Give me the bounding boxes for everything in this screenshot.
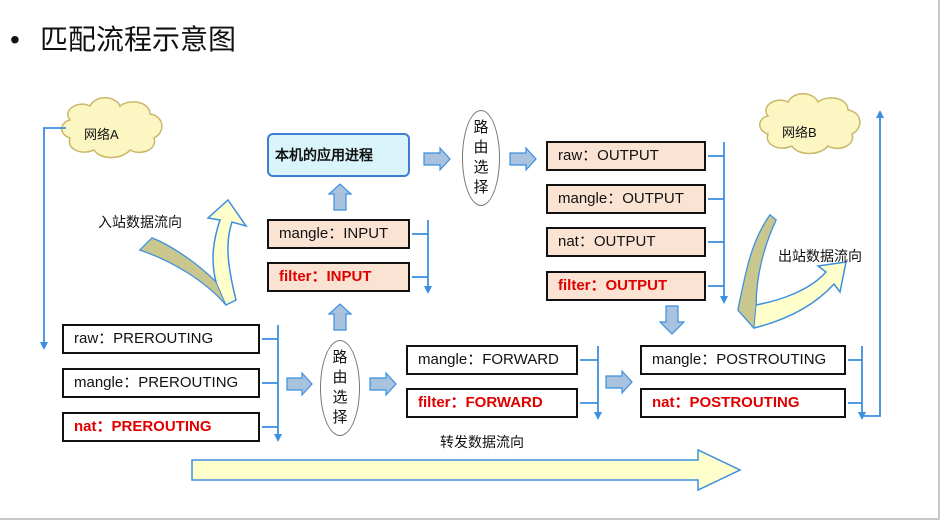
cloud-a-label: 网络A — [84, 127, 119, 142]
inbound-flow-arrow — [138, 198, 248, 306]
outbound-label: 出站数据流向 — [778, 248, 862, 264]
box-filter-output: filter：OUTPUT — [546, 271, 706, 301]
cloud-a-icon — [61, 97, 163, 159]
box-raw-output: raw：OUTPUT — [546, 141, 706, 171]
box-nat-output: nat：OUTPUT — [546, 227, 706, 257]
local-app-process: 本机的应用进程 — [267, 133, 410, 177]
forward-flow-arrow — [191, 448, 742, 492]
box-mangle-input: mangle：INPUT — [267, 219, 410, 249]
box-mangle-postrouting: mangle：POSTROUTING — [640, 345, 846, 375]
box-mangle-forward: mangle：FORWARD — [406, 345, 578, 375]
block-arrows — [286, 146, 686, 397]
title-text: 匹配流程示意图 — [40, 24, 237, 55]
box-filter-input: filter：INPUT — [267, 262, 410, 292]
box-filter-forward: filter：FORWARD — [406, 388, 578, 418]
bullet-icon: • — [10, 24, 20, 55]
routing-decision-top: 路由选择 — [462, 110, 500, 206]
forward-label: 转发数据流向 — [440, 434, 524, 450]
box-nat-postrouting: nat：POSTROUTING — [640, 388, 846, 418]
box-nat-prerouting: nat：PREROUTING — [62, 412, 260, 442]
box-mangle-output: mangle：OUTPUT — [546, 184, 706, 214]
cloud-b-icon — [759, 93, 861, 155]
inbound-label: 入站数据流向 — [98, 214, 182, 230]
outbound-flow-arrow — [737, 213, 847, 330]
box-raw-prerouting: raw：PREROUTING — [62, 324, 260, 354]
routing-decision-bottom: 路由选择 — [320, 340, 360, 436]
slide-title: • 匹配流程示意图 — [10, 18, 236, 58]
cloud-b-label: 网络B — [782, 125, 817, 140]
box-mangle-prerouting: mangle：PREROUTING — [62, 368, 260, 398]
